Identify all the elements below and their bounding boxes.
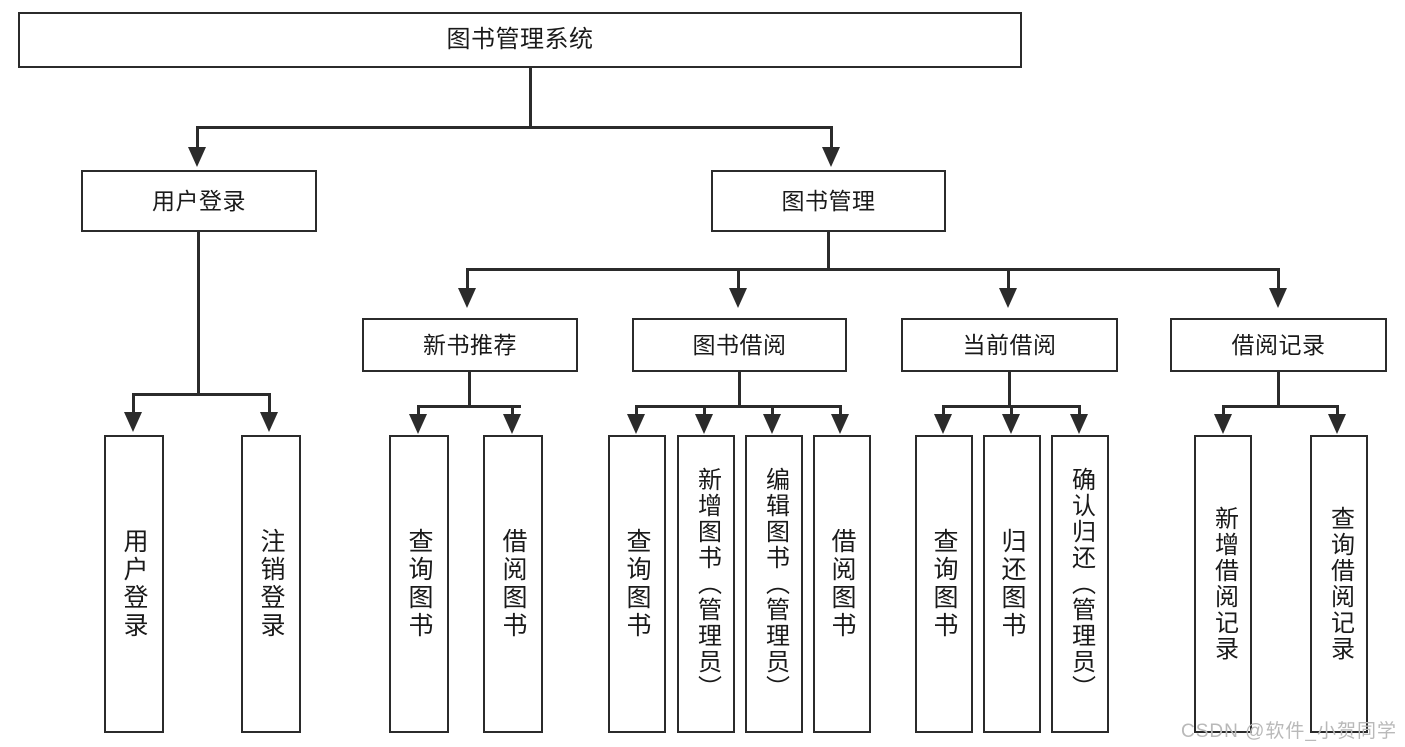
connector-user-login-stem <box>197 232 200 396</box>
connector-bm-drop-2 <box>737 268 740 290</box>
leaf-br-add-record[interactable]: 新增借阅记录 <box>1194 435 1252 733</box>
arrow-user-login-leaf-1 <box>124 412 142 432</box>
leaf-bb-add-book-admin[interactable]: 新增图书（管理员） <box>677 435 735 733</box>
connector-bm-drop-3 <box>1007 268 1010 290</box>
leaf-user-login-login[interactable]: 用户登录 <box>104 435 164 733</box>
node-label: 查询图书 <box>405 528 433 640</box>
leaf-bb-query-book[interactable]: 查询图书 <box>608 435 666 733</box>
leaf-nbr-borrow-book[interactable]: 借阅图书 <box>483 435 543 733</box>
arrow-nbr-leaf-2 <box>503 414 521 434</box>
connector-bb-stem <box>738 372 741 407</box>
arrow-user-login-leaf-2 <box>260 412 278 432</box>
connector-br-stem <box>1277 372 1280 407</box>
node-label: 归还图书 <box>998 528 1026 640</box>
arrow-bm-to-new-book-recommend <box>458 288 476 308</box>
connector-nbr-drop-1 <box>417 405 420 419</box>
node-book-management-system[interactable]: 图书管理系统 <box>18 12 1022 68</box>
leaf-nbr-query-book[interactable]: 查询图书 <box>389 435 449 733</box>
connector-cb-drop-2 <box>1010 405 1013 419</box>
leaf-cb-confirm-return-admin[interactable]: 确认归还（管理员） <box>1051 435 1109 733</box>
connector-cb-drop-1 <box>942 405 945 419</box>
connector-nbr-drop-2 <box>511 405 514 419</box>
node-label: 借阅图书 <box>828 528 856 640</box>
arrow-bm-to-borrow-record <box>1269 288 1287 308</box>
node-label: 当前借阅 <box>962 331 1057 358</box>
arrow-cb-leaf-1 <box>934 414 952 434</box>
leaf-cb-query-book[interactable]: 查询图书 <box>915 435 973 733</box>
node-label: 确认归还（管理员） <box>1067 467 1095 701</box>
connector-root-to-user-login <box>196 126 199 150</box>
node-label: 图书管理 <box>781 187 876 214</box>
node-label: 图书管理系统 <box>446 26 594 54</box>
node-label: 新增图书（管理员） <box>693 467 721 701</box>
connector-cb-drop-3 <box>1078 405 1081 419</box>
arrow-bm-to-current-borrow <box>999 288 1017 308</box>
node-book-borrow[interactable]: 图书借阅 <box>632 318 847 372</box>
node-label: 查询借阅记录 <box>1326 506 1354 662</box>
leaf-cb-return-book[interactable]: 归还图书 <box>983 435 1041 733</box>
node-label: 注销登录 <box>257 528 285 640</box>
leaf-br-query-record[interactable]: 查询借阅记录 <box>1310 435 1368 733</box>
arrow-root-to-book-management <box>822 147 840 167</box>
node-label: 查询图书 <box>930 528 958 640</box>
node-label: 借阅记录 <box>1231 331 1326 358</box>
node-label: 编辑图书（管理员） <box>761 467 789 701</box>
arrow-br-leaf-1 <box>1214 414 1232 434</box>
connector-bm-drop-1 <box>466 268 469 290</box>
node-label: 图书借阅 <box>692 331 787 358</box>
connector-cb-stem <box>1008 372 1011 407</box>
node-label: 用户登录 <box>152 187 246 214</box>
arrow-bb-leaf-3 <box>763 414 781 434</box>
arrow-br-leaf-2 <box>1328 414 1346 434</box>
connector-user-login-drop-2 <box>268 393 271 415</box>
leaf-user-login-logout[interactable]: 注销登录 <box>241 435 301 733</box>
connector-bm-drop-4 <box>1277 268 1280 290</box>
connector-bb-drop-1 <box>635 405 638 419</box>
node-user-login[interactable]: 用户登录 <box>81 170 317 232</box>
connector-bb-bus <box>635 405 842 408</box>
arrow-root-to-user-login <box>188 147 206 167</box>
connector-root-bus <box>196 126 833 129</box>
connector-bb-drop-4 <box>839 405 842 419</box>
leaf-bb-borrow-book[interactable]: 借阅图书 <box>813 435 871 733</box>
arrow-nbr-leaf-1 <box>409 414 427 434</box>
connector-bb-drop-3 <box>771 405 774 419</box>
leaf-bb-edit-book-admin[interactable]: 编辑图书（管理员） <box>745 435 803 733</box>
node-borrow-record[interactable]: 借阅记录 <box>1170 318 1387 372</box>
arrow-bm-to-book-borrow <box>729 288 747 308</box>
connector-nbr-bus <box>417 405 521 408</box>
arrow-cb-leaf-2 <box>1002 414 1020 434</box>
node-label: 查询图书 <box>623 528 651 640</box>
node-label: 用户登录 <box>120 528 148 640</box>
arrow-cb-leaf-3 <box>1070 414 1088 434</box>
connector-br-drop-2 <box>1336 405 1339 419</box>
connector-root-stem <box>529 68 532 126</box>
connector-book-management-bus <box>466 268 1280 271</box>
connector-nbr-stem <box>468 372 471 407</box>
connector-user-login-drop-1 <box>132 393 135 415</box>
arrow-bb-leaf-1 <box>627 414 645 434</box>
node-current-borrow[interactable]: 当前借阅 <box>901 318 1118 372</box>
node-label: 新增借阅记录 <box>1210 506 1238 662</box>
connector-book-management-stem <box>827 232 830 270</box>
arrow-bb-leaf-2 <box>695 414 713 434</box>
arrow-bb-leaf-4 <box>831 414 849 434</box>
connector-user-login-bus <box>132 393 270 396</box>
node-book-management[interactable]: 图书管理 <box>711 170 946 232</box>
csdn-watermark: CSDN @软件_小贺同学 <box>1181 721 1397 742</box>
node-label: 借阅图书 <box>499 528 527 640</box>
node-label: 新书推荐 <box>423 331 517 358</box>
connector-root-to-book-management <box>830 126 833 150</box>
node-new-book-recommend[interactable]: 新书推荐 <box>362 318 578 372</box>
connector-bb-drop-2 <box>703 405 706 419</box>
connector-br-bus <box>1222 405 1339 408</box>
connector-br-drop-1 <box>1222 405 1225 419</box>
